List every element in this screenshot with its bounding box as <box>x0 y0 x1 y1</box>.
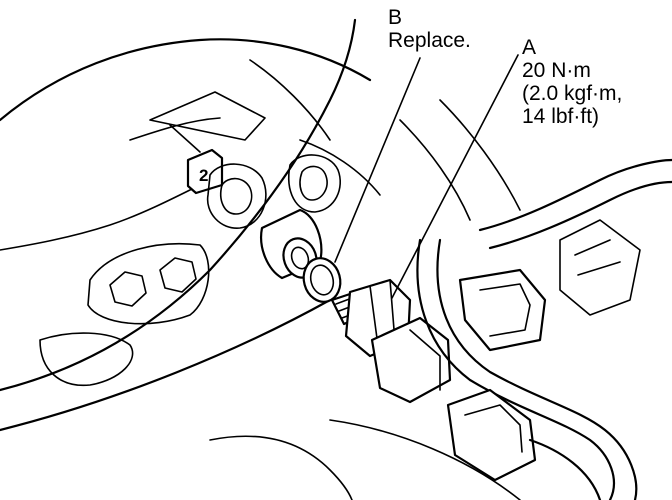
ref-tag-label: 2 <box>199 166 208 185</box>
casting-top-flange <box>149 91 266 141</box>
boss-upper-left-inner <box>220 177 253 215</box>
harness-wire-1 <box>416 238 615 500</box>
casting-lower-edge <box>0 298 332 432</box>
casting-outer-curve <box>0 38 372 122</box>
sensor-connector-lip <box>409 329 441 391</box>
hex-boss-left <box>109 271 147 307</box>
lower-mid-edge <box>209 435 353 500</box>
sealing-washer-inner <box>309 264 335 296</box>
casting-arc-large <box>0 18 357 392</box>
boss-lower-frame <box>87 242 210 325</box>
sensor-connector <box>370 316 452 404</box>
ref-tag-leader <box>169 124 201 153</box>
boss-upper-right <box>288 154 341 213</box>
threaded-port-bore <box>290 246 310 270</box>
casting-rib-1 <box>129 117 221 141</box>
boss-upper-right-inner <box>299 165 328 201</box>
harness-clip-detail <box>479 283 531 337</box>
callout-a-torque-nm: 20 N·m <box>522 59 591 82</box>
callout-a: A 20 N·m (2.0 kgf·m, 14 lbf·ft) <box>522 36 622 128</box>
callout-b: B Replace. <box>388 6 471 52</box>
right-bracket <box>559 219 641 316</box>
casting-rib-2 <box>249 59 331 141</box>
callout-a-torque-kgfm: (2.0 kgf·m, <box>522 82 623 105</box>
harness-connector <box>446 388 537 482</box>
casting-left-edge <box>0 184 201 251</box>
callout-b-letter: B <box>388 6 403 29</box>
callout-a-letter: A <box>522 36 537 59</box>
lower-casting-pocket <box>39 332 134 387</box>
callout-b-note: Replace. <box>388 29 471 52</box>
callout-a-torque-lbfft: 14 lbf·ft) <box>522 105 600 128</box>
leader-a <box>391 54 519 299</box>
casting-rib-4 <box>399 119 471 221</box>
hex-boss-right <box>159 257 197 293</box>
harness-connector-detail <box>464 404 523 453</box>
harness-wire-4 <box>488 180 672 250</box>
harness-clip <box>458 268 547 352</box>
harness-wire-3 <box>478 158 672 232</box>
leader-b <box>334 57 421 263</box>
casting-rib-5 <box>439 99 521 211</box>
boss-upper-left <box>206 163 267 229</box>
casting-rib-3 <box>299 139 381 196</box>
lower-right-edge <box>329 419 521 500</box>
harness-wire-2 <box>436 238 638 500</box>
harness-lead <box>528 438 602 500</box>
right-bracket-lines <box>574 239 621 276</box>
